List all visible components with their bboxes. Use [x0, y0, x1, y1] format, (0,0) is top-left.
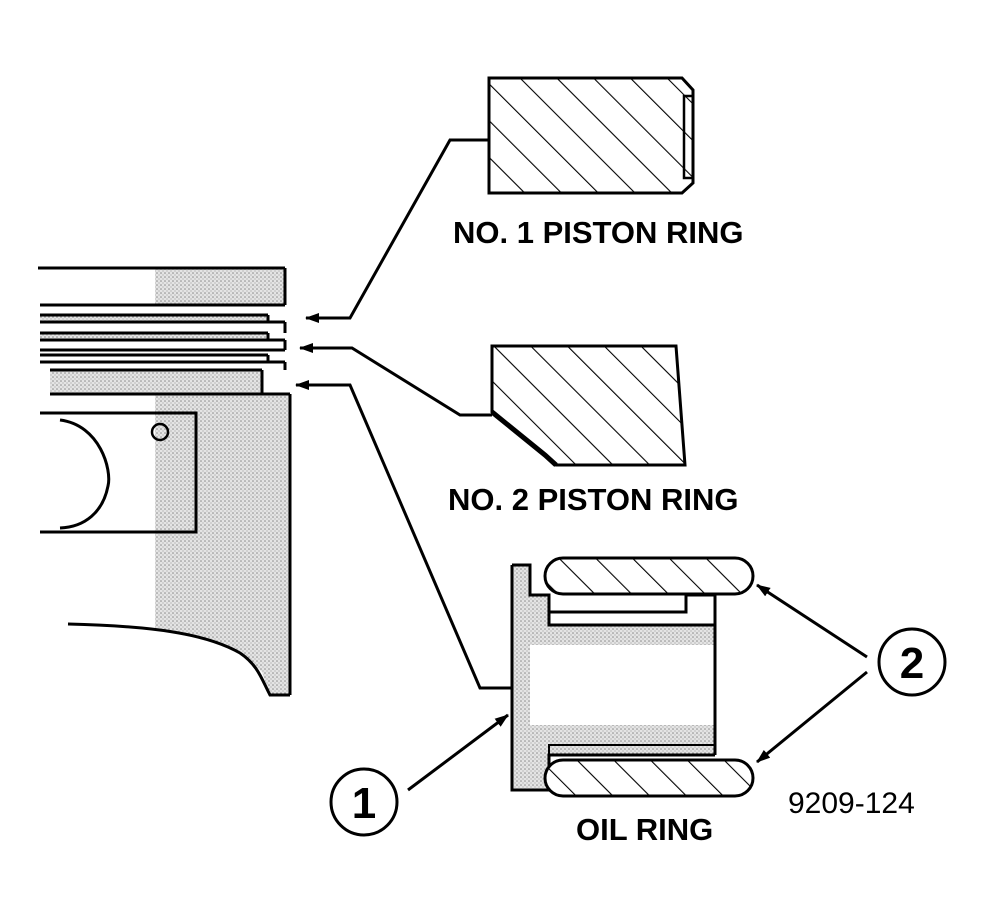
ring2-label: NO. 2 PISTON RING	[448, 482, 739, 517]
ring1-leader-arrow	[305, 138, 489, 323]
callout-1: 1	[329, 713, 509, 837]
figure-id: 9209-124	[788, 787, 915, 820]
callout-1-number: 1	[352, 779, 376, 828]
piston	[38, 266, 292, 697]
ring1-label: NO. 1 PISTON RING	[453, 215, 744, 250]
piston-skirt-shading	[155, 268, 285, 305]
ring2-cross-section	[490, 344, 687, 467]
oil-ring-label: OIL RING	[576, 812, 713, 847]
ring1-cross-section	[487, 76, 695, 195]
callout-2-number: 2	[900, 639, 924, 688]
oil-ring-expander	[510, 563, 717, 792]
ring2-leader-arrow	[299, 343, 492, 417]
callout-2: 2	[756, 583, 947, 764]
oil-ring-top-rail	[543, 556, 755, 596]
oil-ring-bottom-rail	[543, 758, 755, 798]
oil-ring-leader-arrow	[295, 380, 512, 690]
